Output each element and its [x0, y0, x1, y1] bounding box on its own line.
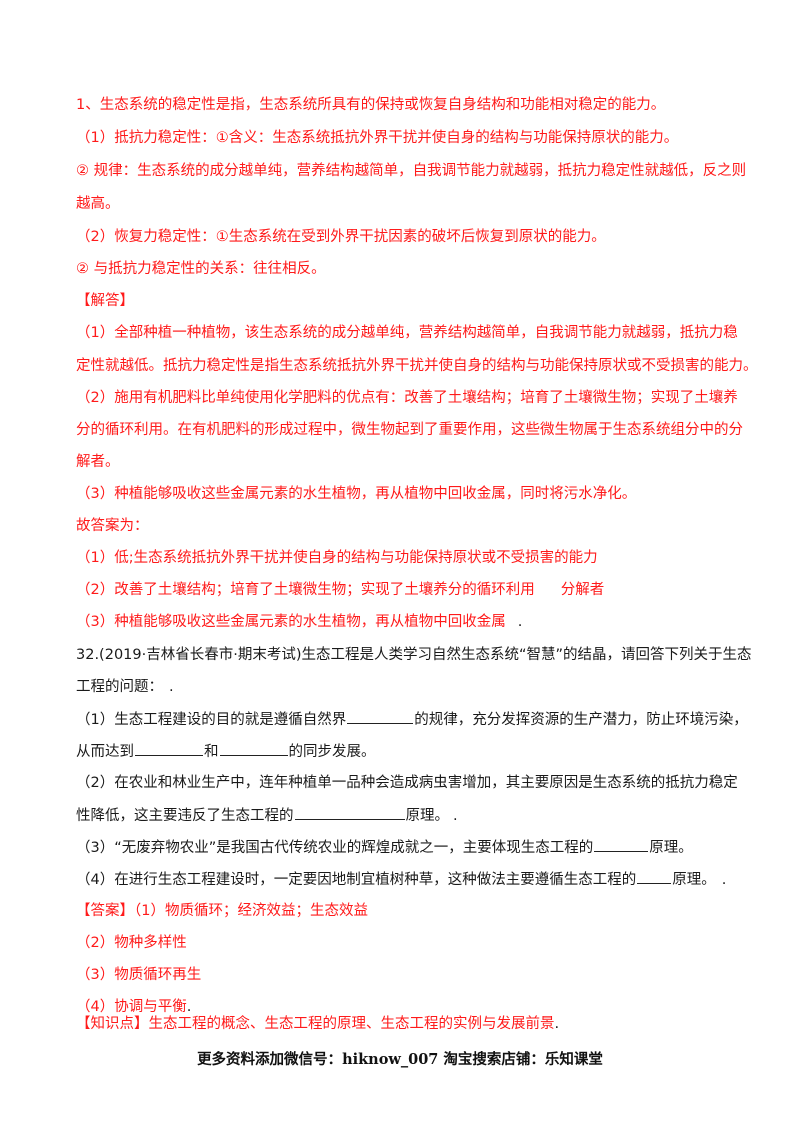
final-answer-1: （1）低;生态系统抵抗外界干扰并使自身的结构与功能保持原状或不受损害的能力 [76, 550, 598, 566]
final-answer-heading: 故答案为： [76, 518, 149, 534]
answer-32-part3: （3）物质循环再生 [76, 967, 202, 983]
answer-32-part2: （2）物种多样性 [76, 935, 187, 951]
solution-1-line1: （1）全部种植一种植物，该生态系统的成分越单纯，营养结构越简单，自我调节能力就越… [76, 325, 738, 341]
intro-rule-line2: 越高。 [76, 196, 120, 212]
knowledge-point-tag: 【知识点】 [76, 1016, 149, 1032]
question-32-stem-line2: 工程的问题：. [76, 679, 174, 695]
final-answer-2-part2: 分解者 [560, 582, 605, 598]
intro-definition: 1、生态系统的稳定性是指，生态系统所具有的保持或恢复自身结构和功能相对稳定的能力… [76, 97, 666, 113]
answer-blank [219, 741, 288, 756]
answer-tag: 【答案】 [76, 903, 134, 919]
answer-32-part1: 【答案】（1）物质循环；经济效益；生态效益 [76, 903, 368, 919]
knowledge-point: 【知识点】生态工程的概念、生态工程的原理、生态工程的实例与发展前景. [76, 1016, 560, 1032]
question-32-stem-line1: 32.(2019·吉林省长春市·期末考试)生态工程是人类学习自然生态系统“智慧”… [76, 647, 752, 663]
wechat-id: hiknow_007 [342, 1051, 439, 1068]
answer-blank [594, 837, 649, 852]
question-32-part2-line1: （2）在农业和林业生产中，连年种植单一品种会造成病虫害增加，其主要原因是生态系统… [76, 775, 738, 791]
intro-relationship: ② 与抵抗力稳定性的关系：往往相反。 [76, 261, 326, 277]
answer-blank [347, 709, 414, 724]
footer-promo: 更多资料添加微信号：hiknow_007 淘宝搜索店铺：乐知课堂 [197, 1051, 603, 1068]
answer-blank [135, 741, 203, 756]
solution-3: （3）种植能够吸收这些金属元素的水生植物，再从植物中回收金属，同时将污水净化。 [76, 486, 637, 502]
solution-1-line2: 定性就越低。抵抗力稳定性是指生态系统抵抗外界干扰并使自身的结构与功能保持原状或不… [76, 358, 758, 374]
solution-2-line1: （2）施用有机肥料比单纯使用化学肥料的优点有：改善了土壤结构；培育了土壤微生物；… [76, 390, 738, 406]
answer-blank [294, 805, 405, 820]
final-answer-2-part1: （2）改善了土壤结构；培育了土壤微生物；实现了土壤养分的循环利用 [76, 582, 535, 598]
question-32-part1-line1: （1）生态工程建设的目的就是遵循自然界的规律，充分发挥资源的生产潜力，防止环境污… [76, 709, 748, 730]
question-32-part2-line2: 性降低，这主要违反了生态工程的原理。. [76, 805, 458, 826]
final-answer-3: （3）种植能够吸收这些金属元素的水生植物，再从植物中回收金属. [76, 614, 523, 630]
intro-resistance-stability: （1）抵抗力稳定性：①含义：生态系统抵抗外界干扰并使自身的结构与功能保持原状的能… [76, 130, 679, 146]
question-32-part3: （3）“无废弃物农业”是我国古代传统农业的辉煌成就之一，主要体现生态工程的原理。 [76, 837, 693, 858]
answer-blank [637, 869, 672, 884]
answer-32-part4: （4）协调与平衡. [76, 999, 192, 1015]
solution-2-line3: 解者。 [76, 454, 120, 470]
intro-resilience-stability: （2）恢复力稳定性：①生态系统在受到外界干扰因素的破坏后恢复到原状的能力。 [76, 229, 606, 245]
final-answer-2: （2）改善了土壤结构；培育了土壤微生物；实现了土壤养分的循环利用 分解者 [76, 580, 604, 600]
solution-heading: 【解答】 [76, 293, 134, 309]
intro-rule-line1: ② 规律：生态系统的成分越单纯，营养结构越简单，自我调节能力就越弱，抵抗力稳定性… [76, 163, 747, 179]
question-32-part4: （4）在进行生态工程建设时，一定要因地制宜植树种草，这种做法主要遵循生态工程的原… [76, 869, 726, 890]
question-32-part1-line2: 从而达到和的同步发展。 [76, 741, 376, 762]
solution-2-line2: 分的循环利用。在有机肥料的形成过程中，微生物起到了重要作用，这些微生物属于生态系… [76, 422, 743, 438]
